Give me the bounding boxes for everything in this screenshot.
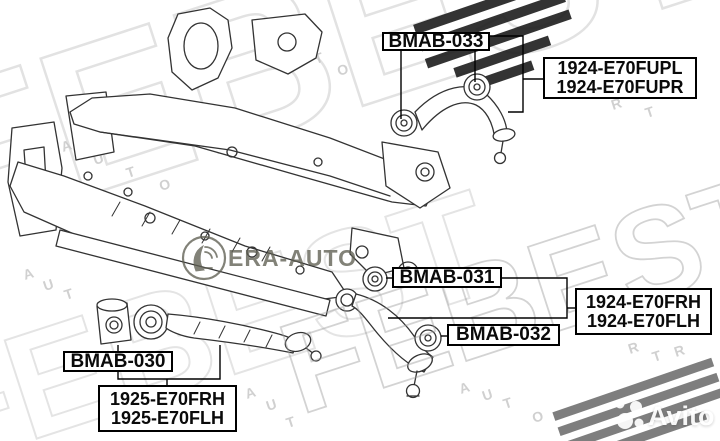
part-label-1924-e70f: 1924-E70FRH 1924-E70FLH <box>575 288 712 335</box>
svg-text:U: U <box>480 386 495 404</box>
front-lower-arm-drawing <box>96 298 322 362</box>
avito-logo-icon <box>615 399 644 429</box>
febest-logo-fragment-dark-icon <box>413 0 572 89</box>
svg-text:O: O <box>530 407 545 426</box>
era-auto-logo-icon <box>181 235 227 281</box>
svg-text:T: T <box>650 347 664 365</box>
part-number: 1925-E70FRH <box>109 388 226 409</box>
bmab-032-bushing-drawing <box>414 324 442 352</box>
svg-text:T: T <box>643 103 657 121</box>
bmab-031-bushing-drawing <box>362 266 388 292</box>
svg-text:R: R <box>626 339 641 357</box>
part-number: 1924-E70FUPL <box>557 58 683 79</box>
leader-lines <box>117 35 575 385</box>
svg-text:U: U <box>41 276 56 294</box>
upper-control-arm-drawing <box>390 73 516 165</box>
part-label-bmab-031: BMAB-031 <box>392 267 502 288</box>
svg-text:R: R <box>672 342 687 360</box>
part-label-bmab-032: BMAB-032 <box>447 324 560 346</box>
part-number: 1925-E70FLH <box>110 407 225 428</box>
part-number: BMAB-031 <box>399 266 495 288</box>
svg-text:A: A <box>457 379 472 397</box>
avito-watermark: Avito <box>648 401 715 431</box>
svg-text:O: O <box>335 60 350 79</box>
part-number: BMAB-030 <box>70 350 166 372</box>
svg-text:R: R <box>609 95 624 113</box>
rear-lower-arm-drawing <box>335 288 434 399</box>
part-label-1924-e70fup: 1924-E70FUPL 1924-E70FUPR <box>543 57 697 99</box>
svg-text:O: O <box>157 175 172 194</box>
svg-text:A: A <box>243 384 258 402</box>
subframe-drawing <box>7 7 451 317</box>
svg-text:T: T <box>501 394 515 412</box>
part-number: 1924-E70FLH <box>586 310 701 331</box>
part-number: BMAB-033 <box>388 30 484 52</box>
svg-text:U: U <box>264 396 279 414</box>
svg-text:A: A <box>21 265 36 283</box>
part-label-1925-e70f: 1925-E70FRH 1925-E70FLH <box>98 385 237 432</box>
svg-text:A: A <box>59 137 74 155</box>
auto-parts-letters: A U T O A U T T O R T R T R A U T A U T … <box>21 49 687 431</box>
part-number: 1924-E70FUPR <box>556 77 684 97</box>
era-auto-watermark: ERA-AUTO <box>228 245 357 271</box>
part-number: 1924-E70FRH <box>585 291 702 312</box>
svg-text:T: T <box>284 413 298 431</box>
part-number: BMAB-032 <box>455 324 552 346</box>
part-label-bmab-030: BMAB-030 <box>63 351 173 372</box>
part-label-bmab-033: BMAB-033 <box>382 30 490 52</box>
